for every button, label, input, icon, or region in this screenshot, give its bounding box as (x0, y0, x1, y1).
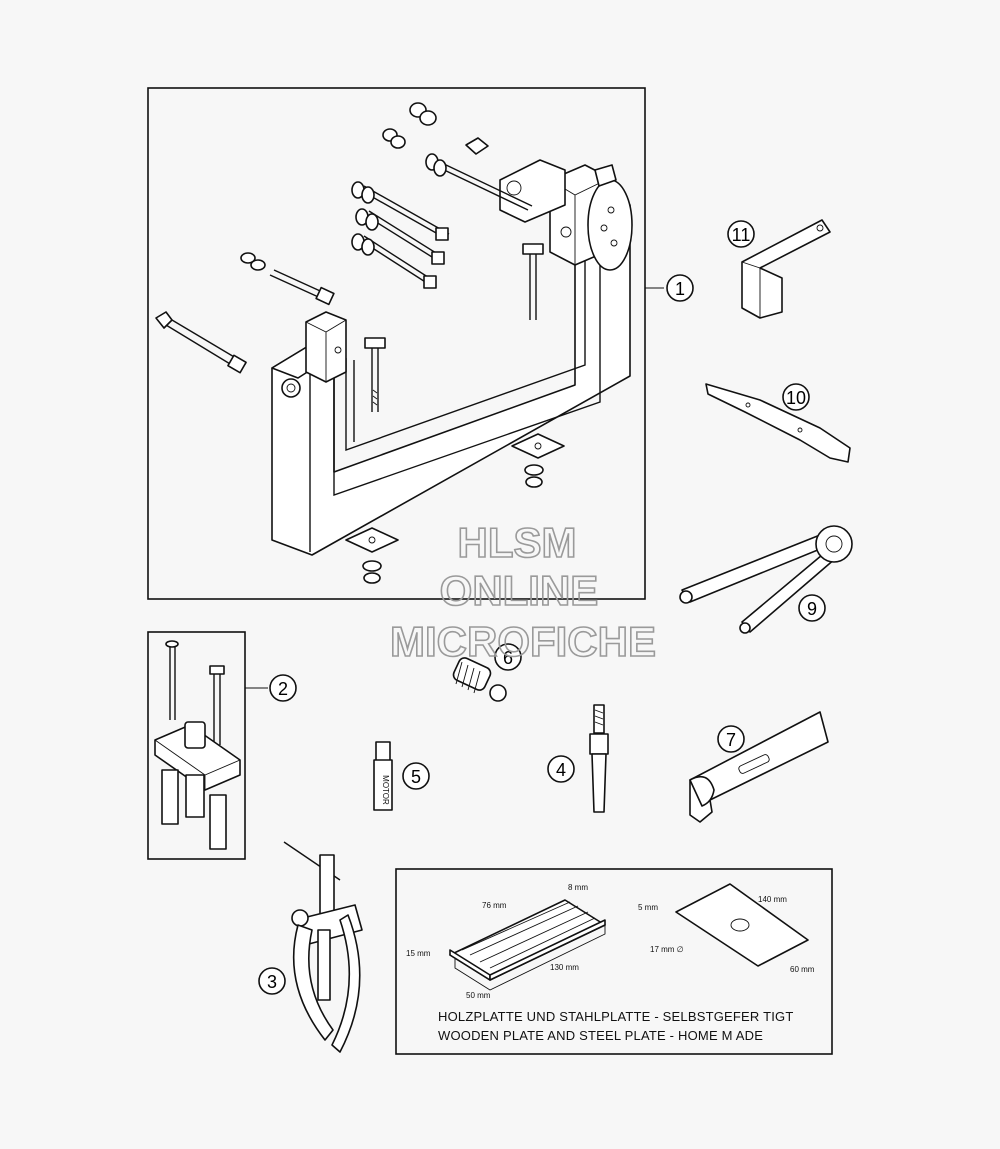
svg-text:9: 9 (807, 599, 817, 619)
part-6-insert (452, 657, 507, 702)
engine-stand-box (147, 87, 646, 600)
callout-4: 4 (547, 755, 575, 783)
steel-thickness: 5 mm (638, 903, 658, 912)
part-5-tap: MOTOR (373, 741, 393, 811)
callout-5: 5 (402, 762, 430, 790)
vertical-bolt-2 (529, 252, 537, 320)
inset-caption-en: WOODEN PLATE AND STEEL PLATE - HOME M AD… (438, 1028, 763, 1043)
watermark-line2: ONLINE (440, 567, 599, 614)
steel-width: 60 mm (790, 965, 815, 974)
part-9-hook-spanner (679, 525, 853, 634)
steel-hole: 17 mm ∅ (650, 945, 684, 954)
part-11-bracket (741, 219, 831, 319)
steel-plate (675, 883, 809, 967)
long-bolts (155, 102, 533, 374)
frame-inner-2 (345, 215, 586, 451)
engine-stand-group (147, 87, 646, 600)
callout-2: 2 (245, 674, 297, 702)
callout-11: 11 (727, 220, 755, 248)
callout-10: 10 (782, 383, 810, 411)
svg-text:4: 4 (556, 760, 566, 780)
press-tool-group (147, 631, 246, 860)
callout-7: 7 (717, 725, 745, 753)
svg-text:3: 3 (267, 972, 277, 992)
callout-1: 1 (645, 274, 694, 302)
frame-bolt-head (281, 378, 301, 398)
mount-bolt (594, 164, 617, 187)
watermark: HLSM ONLINE MICROFICHE (389, 518, 657, 666)
part-3-puller (283, 841, 363, 1053)
svg-text:11: 11 (732, 225, 751, 245)
foot-plate-2 (511, 433, 565, 459)
callout-9: 9 (798, 594, 826, 622)
steel-plate-hole (730, 918, 750, 932)
svg-text:1: 1 (675, 279, 685, 299)
mount-flange (499, 159, 566, 223)
wood-length: 130 mm (550, 963, 579, 972)
svg-text:5: 5 (411, 767, 421, 787)
svg-text:7: 7 (726, 730, 736, 750)
foot-plate-1 (345, 527, 399, 553)
callout-3: 3 (258, 967, 286, 995)
press-tool-box (147, 631, 246, 860)
part-10-plate (705, 383, 851, 463)
watermark-line1: HLSM (458, 519, 577, 566)
part-7-pin-wrench (689, 711, 829, 823)
wood-slot: 8 mm (568, 883, 588, 892)
svg-text:10: 10 (786, 388, 806, 408)
steel-length: 140 mm (758, 895, 787, 904)
frame-inner (309, 215, 601, 552)
plates-inset-box (395, 868, 833, 1055)
wood-depth: 76 mm (482, 901, 507, 910)
plates-inset: 76 mm 8 mm 15 mm 130 mm 50 mm 5 mm 140 m… (395, 868, 833, 1055)
svg-text:6: 6 (503, 648, 513, 668)
part-5-label: MOTOR (381, 775, 390, 805)
svg-text:2: 2 (278, 679, 288, 699)
wood-width: 50 mm (466, 991, 491, 1000)
part-4-slide-hammer (589, 704, 609, 813)
inset-caption-de: HOLZPLATTE UND STAHLPLATTE - SELBSTGEFER… (438, 1009, 794, 1024)
callout-6: 6 (494, 643, 522, 671)
mount-disc (587, 179, 633, 271)
watermark-line3: MICROFICHE (390, 618, 656, 665)
wood-height: 15 mm (406, 949, 431, 958)
